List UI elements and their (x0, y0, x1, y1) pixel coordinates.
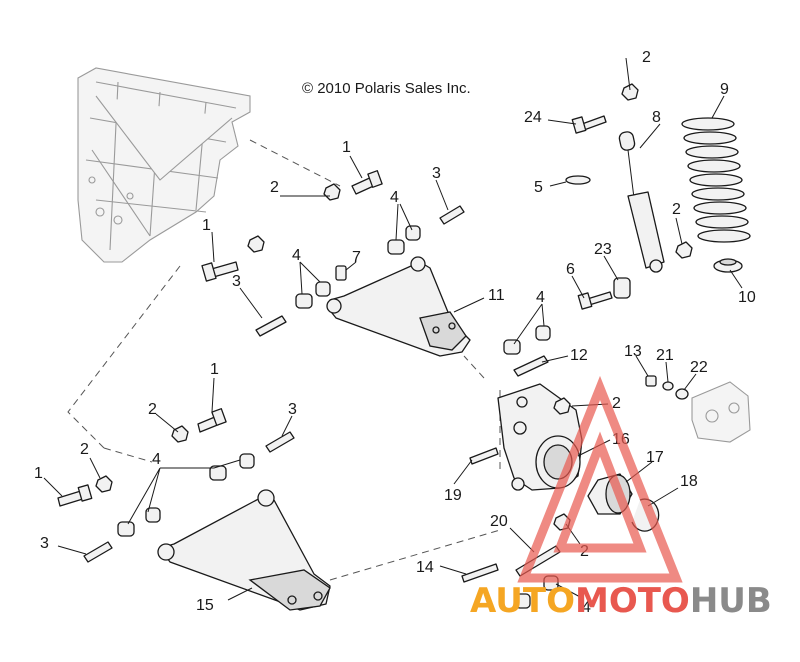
watermark-auto: AUTO (470, 581, 575, 621)
callout-7: 7 (352, 249, 361, 266)
alignment-lines (67, 139, 501, 581)
callout-3: 3 (232, 273, 241, 290)
callout-2: 2 (642, 49, 651, 66)
callout-2: 2 (80, 441, 89, 458)
svg-text:AUTOMOTOHUB: AUTOMOTOHUB (470, 581, 772, 621)
vehicle-frame (77, 67, 251, 263)
callout-17: 17 (646, 449, 664, 466)
callout-23: 23 (594, 241, 612, 258)
copyright-text: © 2010 Polaris Sales Inc. (302, 80, 471, 97)
callout-3: 3 (432, 165, 441, 182)
callout-9: 9 (720, 81, 729, 98)
automotohub-watermark: AUTOMOTOHUB (470, 375, 772, 621)
callout-1: 1 (210, 361, 219, 378)
callout-13: 13 (624, 343, 642, 360)
watermark-moto: MOTO (575, 581, 690, 621)
callout-8: 8 (652, 109, 661, 126)
callout-2: 2 (612, 395, 621, 412)
callout-19: 19 (444, 487, 462, 504)
callout-10: 10 (738, 289, 756, 306)
callout-24: 24 (524, 109, 542, 126)
callout-4: 4 (582, 599, 591, 616)
callout-1: 1 (202, 217, 211, 234)
coil-spring (681, 117, 751, 243)
upper-a-arm (326, 256, 471, 357)
callout-20: 20 (490, 513, 508, 530)
callout-2: 2 (148, 401, 157, 418)
callout-1: 1 (34, 465, 43, 482)
brake-caliper (691, 381, 751, 443)
callout-6: 6 (566, 261, 575, 278)
callout-15: 15 (196, 597, 214, 614)
watermark-hub: HUB (690, 581, 772, 621)
hardware (57, 83, 693, 609)
callout-4: 4 (390, 189, 399, 206)
callout-3: 3 (288, 401, 297, 418)
callout-4: 4 (152, 451, 161, 468)
lower-a-arm (157, 489, 331, 611)
callout-1: 1 (342, 139, 351, 156)
callout-3: 3 (40, 535, 49, 552)
callout-14: 14 (416, 559, 434, 576)
callout-4: 4 (292, 247, 301, 264)
callout-4: 4 (536, 289, 545, 306)
callout-2: 2 (672, 201, 681, 218)
spring-retainer (713, 258, 743, 273)
callout-12: 12 (570, 347, 588, 364)
callout-21: 21 (656, 347, 674, 364)
callout-2: 2 (270, 179, 279, 196)
shock-absorber (618, 131, 665, 273)
callout-18: 18 (680, 473, 698, 490)
callout-5: 5 (534, 179, 543, 196)
callout-11: 11 (488, 287, 505, 304)
callout-22: 22 (690, 359, 708, 376)
